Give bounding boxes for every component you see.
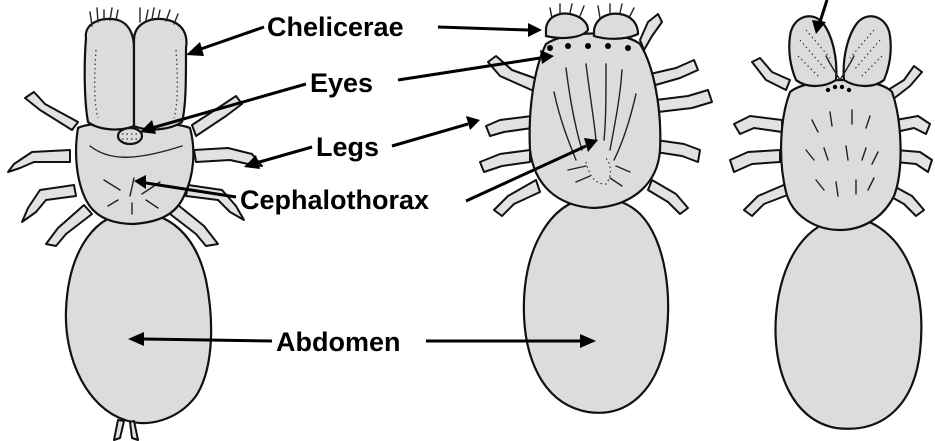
spider-right-abdomen	[776, 218, 922, 429]
spider-left-abdomen	[66, 212, 211, 423]
spider-left-chelicerae	[85, 8, 187, 129]
chelicerae-arrow-left	[186, 27, 264, 56]
legs-arrow-right	[392, 116, 480, 146]
spider-left-eyes	[118, 128, 142, 144]
chelicerae-arrow-right	[438, 23, 542, 37]
label-cephalothorax: Cephalothorax	[240, 185, 429, 215]
spider-middle	[480, 4, 712, 413]
label-legs: Legs	[316, 132, 379, 162]
spider-left-spinnerets	[114, 420, 138, 440]
label-chelicerae: Chelicerae	[267, 12, 404, 42]
spider-middle-abdomen	[524, 198, 668, 413]
spider-left	[8, 8, 262, 440]
legs-arrow-left	[244, 147, 312, 169]
eyes-arrow-right	[398, 50, 554, 80]
spider-right-chelicerae	[789, 16, 891, 86]
label-eyes: Eyes	[310, 68, 373, 98]
spider-middle-cephalothorax	[530, 34, 661, 209]
annotation-labels: Chelicerae Eyes Legs Cephalothorax Abdom…	[240, 12, 429, 357]
spider-right	[730, 16, 932, 428]
label-abdomen: Abdomen	[276, 327, 401, 357]
annotation-arrows	[128, 0, 827, 348]
spider-right-cephalothorax	[781, 80, 901, 230]
